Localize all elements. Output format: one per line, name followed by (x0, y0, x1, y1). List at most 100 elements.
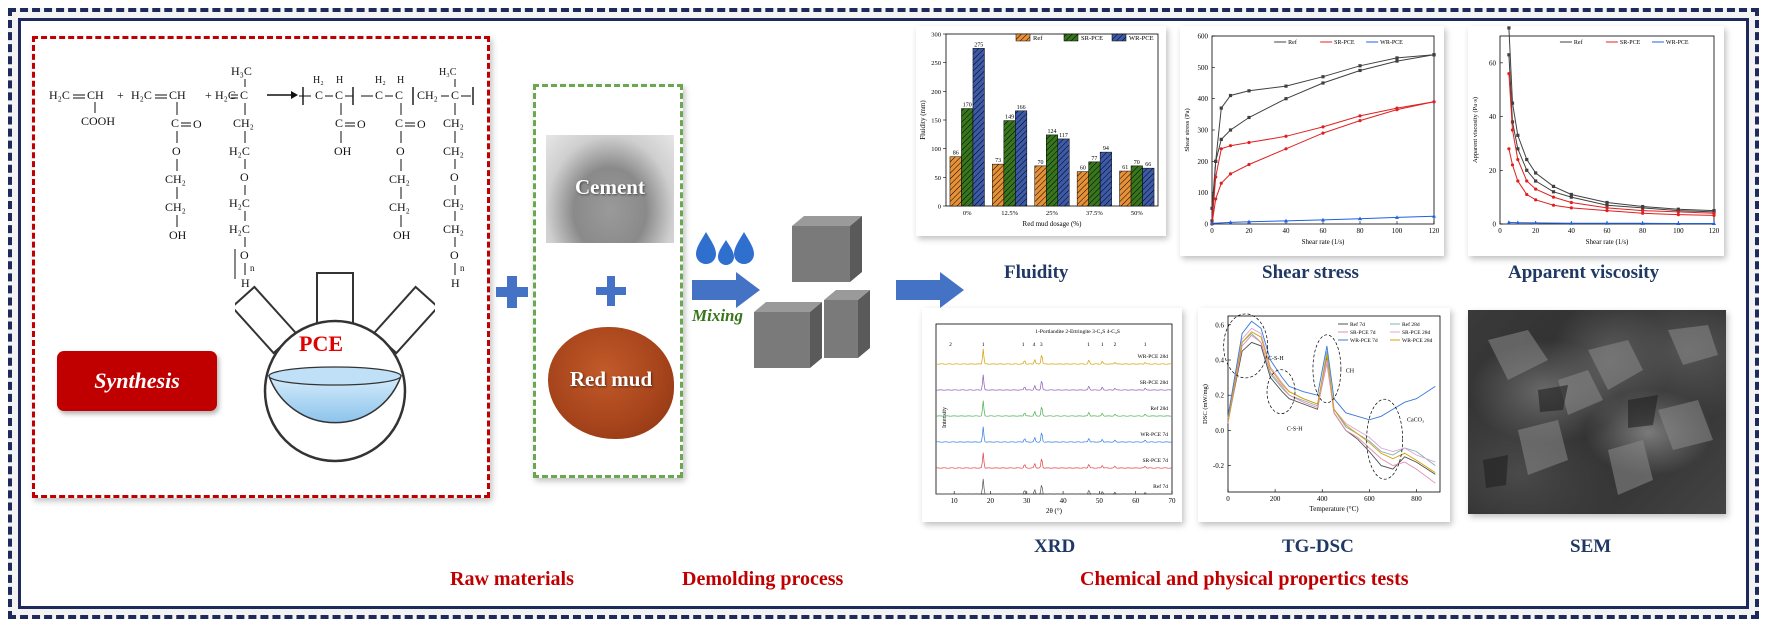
y-tick-label: 0 (1205, 221, 1209, 229)
xrd-pattern-line (935, 400, 1173, 417)
y-tick-label: 500 (1198, 64, 1209, 72)
y-tick-label: 300 (931, 32, 941, 39)
xrd-pattern-line (935, 348, 1173, 365)
caption-demolding-process: Demolding process (682, 568, 844, 590)
y-tick-label: 300 (1198, 127, 1209, 135)
peak-label: 1 (982, 342, 985, 348)
x-tick-label: 80 (1639, 227, 1647, 235)
legend-label: SR-PCE 28d (1402, 330, 1431, 336)
x-tick-label: 20 (987, 497, 995, 505)
bar (1119, 170, 1132, 207)
series-line (1211, 215, 1435, 224)
x-tick-label: 12.5% (1001, 210, 1018, 217)
y-tick-label: 400 (1198, 95, 1209, 103)
series-line (1211, 54, 1435, 209)
x-tick-label: 40 (1060, 497, 1068, 505)
y-axis-label: Fluidity (mm) (919, 100, 927, 140)
legend-label: WR-PCE (1380, 40, 1403, 46)
data-point (1395, 108, 1399, 112)
data-point (1533, 220, 1538, 225)
y-tick-label: 40 (1489, 113, 1497, 121)
chem-m2-o1: O (193, 117, 202, 131)
data-point (1525, 192, 1529, 197)
plus-icon-inner (596, 276, 626, 306)
chem-plus-1: + (117, 88, 124, 102)
legend-label: SR-PCE (1620, 40, 1641, 46)
legend-label: SR-PCE (1334, 40, 1355, 46)
chem-p-h2: H₂ (313, 75, 324, 86)
data-point (1284, 147, 1288, 151)
chem-m2-ch2-a: CH₂ (165, 172, 186, 186)
series-line (1211, 101, 1435, 225)
bar-value-label: 70 (1134, 160, 1140, 166)
data-point (1516, 179, 1520, 183)
data-point (1507, 26, 1511, 30)
caption-sem: SEM (1570, 536, 1612, 557)
chem-m2-o2: O (172, 144, 181, 158)
caption-tg-dsc: TG-DSC (1282, 536, 1354, 557)
legend-label: WR-PCE (1666, 40, 1689, 46)
sem-image (1468, 310, 1726, 514)
x-tick-label: 10 (951, 497, 959, 505)
x-tick-label: 40 (1283, 227, 1291, 235)
cube-left (754, 302, 822, 368)
water-drops-icon (696, 232, 754, 265)
x-tick-label: 60 (1604, 227, 1612, 235)
data-point (1284, 134, 1288, 138)
legend-label: SR-PCE (1081, 35, 1103, 42)
data-point (1507, 72, 1511, 76)
bar (992, 163, 1005, 207)
legend-label: Ref 28d (1402, 321, 1420, 328)
peak-label: 1 (1101, 342, 1104, 348)
plot-frame (935, 323, 1173, 495)
plot-frame (1227, 315, 1441, 493)
y-axis-label: DSC (mW/mg) (1202, 384, 1209, 424)
y-axis-label: Intensity (942, 407, 948, 428)
data-point (1507, 53, 1511, 57)
data-point (1551, 195, 1556, 199)
y-tick-label: 200 (931, 89, 941, 96)
x-tick-label: 0 (1210, 227, 1214, 235)
bar-value-label: 70 (1038, 160, 1044, 166)
x-tick-label: 20 (1532, 227, 1540, 235)
data-point (1214, 197, 1218, 201)
data-point (1569, 220, 1574, 225)
bar-value-label: 77 (1091, 156, 1097, 162)
xrd-chart: 1-Portlandite 2-Ettringite 3-C₂S 4-C₃S10… (922, 308, 1182, 522)
caption-apparent-viscosity: Apparent viscosity (1508, 262, 1660, 283)
cement-cubes-icon (754, 216, 870, 368)
legend-label: Ref 7d (1350, 321, 1365, 328)
chem-plus-2: + (205, 88, 212, 102)
bar-value-label: 86 (953, 151, 959, 157)
chem-p-c4: C (375, 88, 383, 102)
chem-p-c2: C (335, 88, 343, 102)
chem-p-c3: C (335, 116, 343, 130)
chem-m3-o: O (240, 170, 249, 184)
legend-swatch (1111, 33, 1127, 42)
arrow-right-icon-1 (692, 272, 760, 308)
data-point (1569, 200, 1573, 205)
legend-label: WR-PCE 7d (1350, 338, 1378, 344)
data-point (1641, 208, 1645, 213)
data-point (1284, 97, 1288, 101)
synthesis-button: Synthesis (57, 351, 217, 411)
bar (1034, 165, 1047, 207)
series-line (1508, 221, 1714, 224)
data-point (1605, 208, 1609, 213)
bar-value-label: 275 (974, 42, 983, 48)
annotation-label: C-S-H (1268, 356, 1284, 362)
annotation-label: CaCO₃ (1407, 418, 1424, 424)
bar (1003, 120, 1016, 207)
bar (1076, 171, 1089, 207)
chem-m3-h2c-d: H₂C (229, 222, 250, 236)
data-point (1525, 157, 1529, 162)
data-point (1510, 163, 1515, 167)
data-point (1605, 220, 1609, 225)
data-point (1228, 172, 1233, 176)
xrd-series-label: SR-PCE 28d (1140, 380, 1169, 386)
data-point (1228, 220, 1233, 224)
chem-p-h: H (336, 75, 343, 86)
bar (1046, 134, 1058, 207)
sem-texture (1483, 325, 1718, 495)
